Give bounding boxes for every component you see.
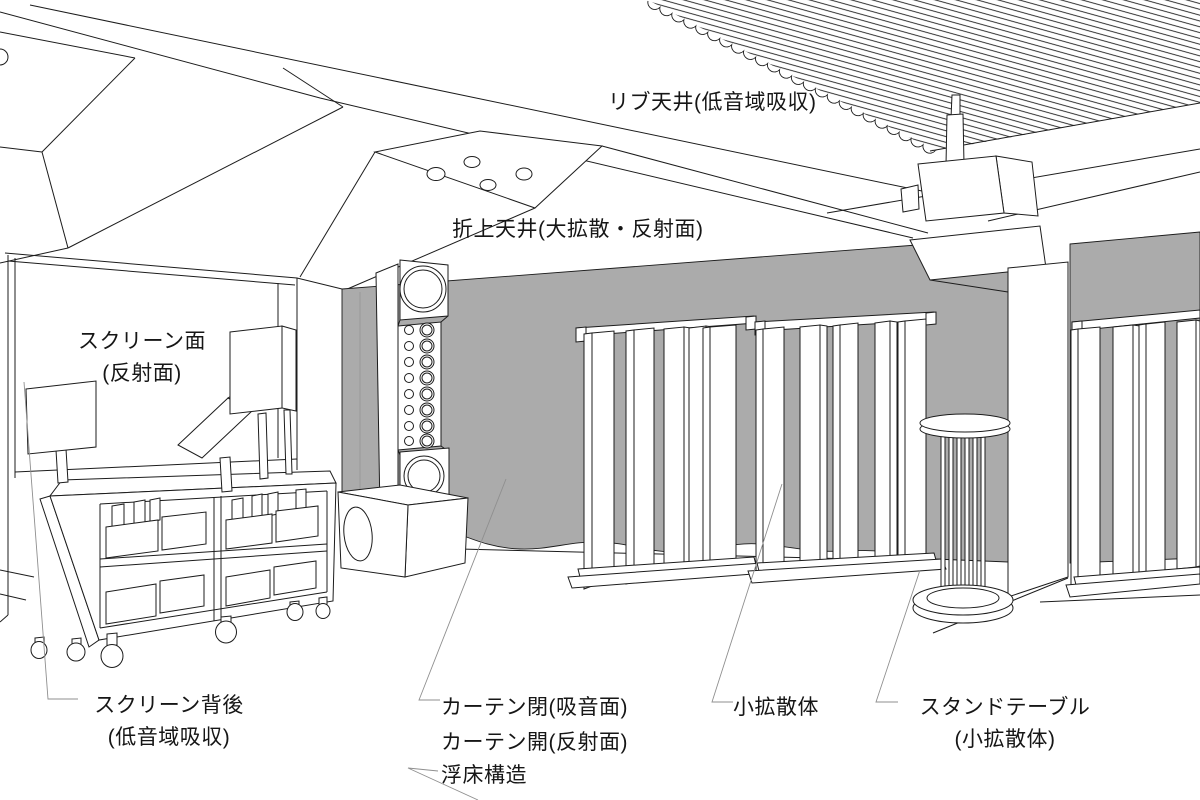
label-coffered-ceiling: 折上天井(大拡散・反射面) [452,218,704,241]
ceiling-light-fixture-drawing [900,94,1039,222]
label-curtain-open: カーテン開(反射面) [441,731,628,754]
label-curtain-closed: カーテン閉(吸音面) [441,696,628,719]
label-small-diffuser: 小拡散体 [733,696,819,719]
monitor-drawing [25,380,97,484]
label-screen-back: スクリーン背後 (低音域吸収) [80,690,258,754]
diffuser-panel-1 [567,315,767,590]
speaker-tower-drawing [375,259,450,514]
downlights [426,156,533,191]
leader-curtain [418,478,507,701]
diffuser-panel-3 [1065,309,1200,598]
label-screen-surface: スクリーン面 (反射面) [58,326,226,390]
tall-speaker-drawing [229,325,297,480]
label-screen-back-line2: (低音域吸収) [107,725,231,749]
label-stand-table: スタンドテーブル (小拡散体) [912,692,1098,756]
screen-wall-drawing [0,48,343,623]
leader-floating-floor [407,767,479,800]
coffered-ceiling-drawing [0,4,929,291]
equipment-rack-drawing [30,470,337,668]
stand-table-drawing [912,413,1014,624]
subwoofer-drawing [337,484,469,578]
label-rib-ceiling: リブ天井(低音域吸収) [608,91,817,114]
label-stand-table-line2: (小拡散体) [954,727,1056,751]
column-drawing [909,225,1069,598]
caster-wheels [30,596,331,668]
label-screen-surface-line2: (反射面) [102,361,182,385]
label-screen-surface-line1: スクリーン面 [78,330,206,353]
label-screen-back-line1: スクリーン背後 [94,694,244,717]
leader-screen-back [23,381,78,700]
rib-scallop-edge [647,0,936,154]
label-floating-floor: 浮床構造 [441,764,527,787]
tower-small-drivers [404,322,435,449]
leader-stand-table [875,569,921,703]
label-stand-table-line1: スタンドテーブル [919,696,1091,719]
leader-small-diffuser [711,483,783,703]
diffuser-panel-2 [747,311,947,584]
leader-lines [23,381,921,800]
